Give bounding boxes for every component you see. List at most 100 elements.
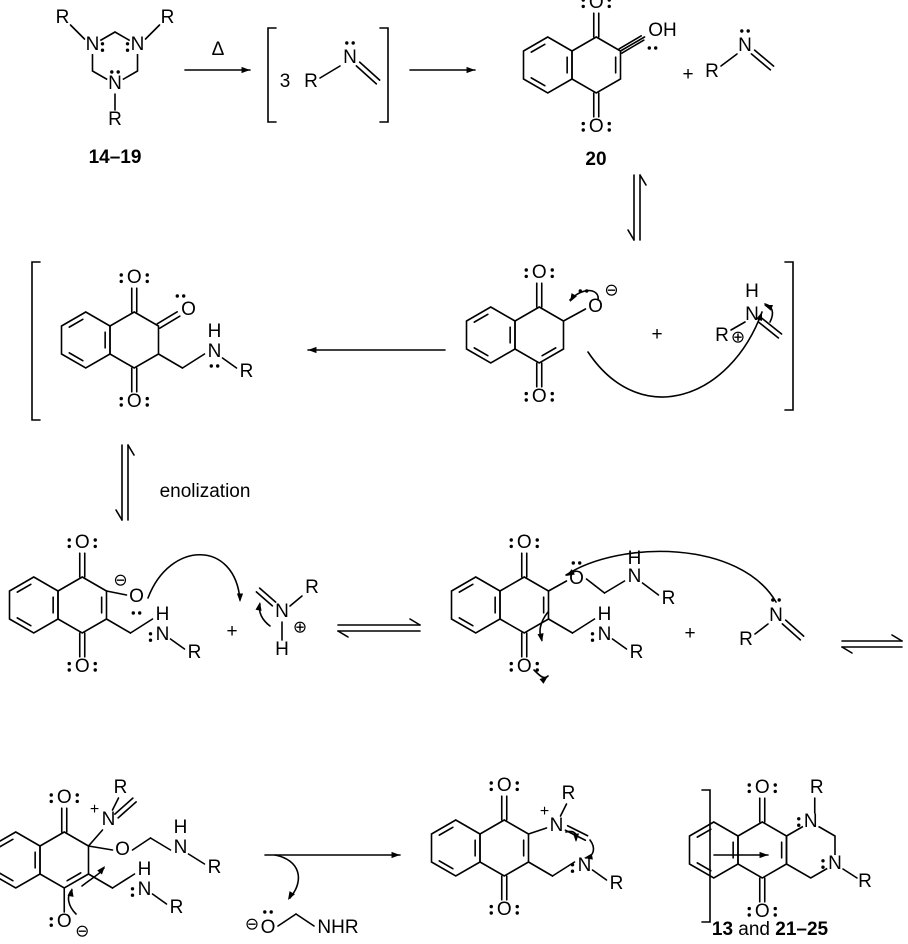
- bond: [144, 24, 161, 40]
- lone-pair: [570, 869, 575, 873]
- double-bond: [750, 53, 772, 71]
- atom-label: O: [129, 586, 144, 607]
- ring: [450, 576, 501, 634]
- arrowhead: [539, 676, 548, 684]
- lone-pair: [581, 121, 585, 126]
- bond: [111, 873, 136, 889]
- oxygen-label: O: [517, 532, 532, 553]
- bracket: [701, 789, 711, 923]
- compound-label-part: and: [733, 919, 775, 940]
- arrowhead: [756, 312, 763, 321]
- ring-inner-bond: [696, 862, 712, 872]
- equilibrium-2: [337, 618, 421, 638]
- atom-label: R: [810, 777, 824, 798]
- ring: [0, 831, 41, 889]
- lone-pair: [773, 906, 777, 911]
- lone-pair: [607, 4, 611, 9]
- lone-pair: [49, 793, 53, 797]
- lone-pair: [145, 273, 149, 277]
- iminium-ion-2: +N⊕HR: [226, 577, 318, 660]
- double-bond: [757, 321, 780, 339]
- atom-label: NHR: [317, 917, 358, 938]
- lone-pair: [351, 41, 355, 45]
- atom-label: ⊕: [293, 617, 307, 636]
- imine-free-2: +RN: [565, 550, 805, 650]
- lone-pair: [524, 268, 528, 272]
- lone-pair: [590, 638, 595, 642]
- ring: [8, 576, 59, 634]
- atom-label: R: [161, 7, 175, 28]
- bond: [527, 861, 554, 877]
- double-bond: [114, 797, 134, 815]
- bond: [87, 829, 104, 847]
- lone-pair: [119, 396, 123, 401]
- lone-pair: [550, 391, 554, 396]
- ring: [479, 819, 530, 877]
- leaving-group-arrow: [274, 854, 300, 899]
- atom-label: R: [562, 783, 576, 804]
- lone-pair: [797, 817, 801, 821]
- bond: [551, 861, 576, 877]
- plus-sign: +: [226, 621, 237, 642]
- ring-inner-bond: [438, 826, 454, 836]
- lone-pair: [607, 0, 611, 2]
- atom-label: N: [208, 341, 222, 362]
- atom-label: R: [662, 588, 676, 609]
- lone-pair: [489, 781, 493, 785]
- lone-pair: [747, 783, 751, 787]
- compound-label-14-19: 14–19: [89, 147, 142, 168]
- ring: [514, 306, 565, 364]
- bond: [87, 873, 114, 889]
- arrowhead: [466, 66, 475, 74]
- lone-pair: [49, 917, 53, 921]
- lone-pair: [773, 783, 777, 787]
- lone-pair: [571, 561, 575, 565]
- lone-pair: [515, 787, 519, 792]
- heat-label: Δ: [212, 39, 225, 60]
- lone-pair: [550, 268, 554, 272]
- half-arrowhead: [127, 444, 135, 456]
- lone-pair: [747, 906, 751, 911]
- oxygen-label: O: [497, 899, 512, 920]
- half-arrowhead: [639, 174, 647, 186]
- atom-label: N: [102, 809, 116, 830]
- bond: [562, 308, 587, 322]
- lone-pair: [777, 598, 781, 602]
- oxygen-label: O: [532, 262, 547, 283]
- lone-pair: [125, 42, 130, 46]
- lone-pair: [581, 4, 585, 9]
- equilibrium-enolization: enolization: [115, 444, 250, 521]
- bond: [585, 578, 606, 594]
- lone-pair: [67, 661, 71, 666]
- oxygen-label: O: [261, 917, 276, 938]
- half-arrowhead: [115, 509, 123, 521]
- lone-pair: [647, 46, 651, 50]
- atom-label: ⊖: [604, 280, 618, 299]
- arrowhead: [764, 304, 773, 311]
- atom-label: O: [181, 299, 196, 320]
- compound-label-part: 13: [712, 919, 733, 940]
- lone-pair: [535, 538, 539, 542]
- lone-pair: [209, 364, 213, 368]
- oxygen-label: O: [75, 656, 90, 677]
- atom-mask: [128, 36, 147, 54]
- lone-pair: [148, 638, 153, 642]
- oxygen-label: O: [517, 656, 532, 677]
- nitrogen-label: N: [108, 73, 122, 94]
- lone-pair: [509, 661, 513, 666]
- lone-pair: [797, 823, 801, 827]
- nitrogen-label: N: [804, 811, 818, 832]
- equilibrium-1: [627, 174, 647, 241]
- lone-pair: [93, 538, 97, 542]
- bond: [111, 797, 120, 811]
- imine-double-bond: [358, 61, 381, 81]
- lone-pair: [747, 789, 751, 794]
- lone-pair: [93, 661, 97, 666]
- plus-sign: +: [684, 623, 695, 644]
- bond: [149, 837, 172, 851]
- lone-pair: [590, 632, 595, 636]
- oxygen-label: O: [127, 391, 142, 412]
- atom-label: N: [174, 837, 188, 858]
- bond: [611, 638, 628, 650]
